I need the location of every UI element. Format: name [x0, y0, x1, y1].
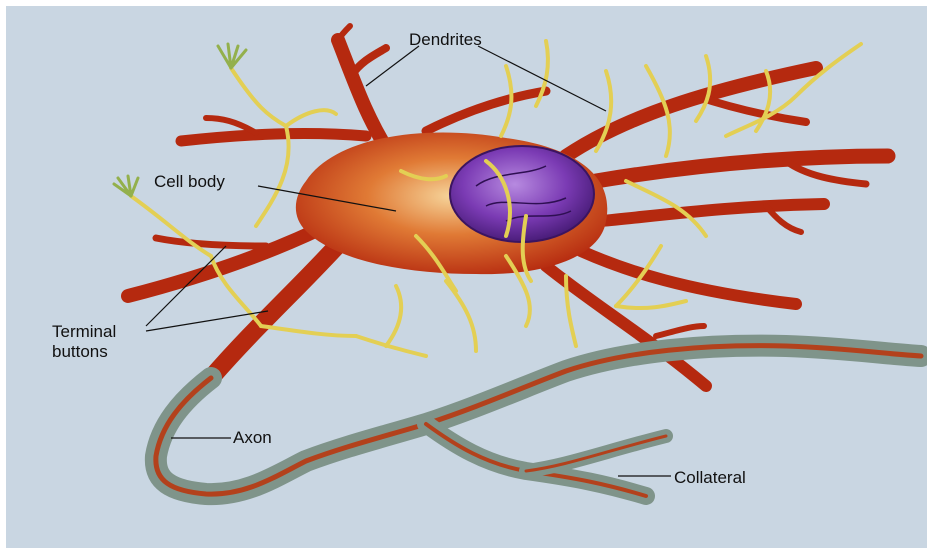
- terminal-buttons-label-line1: Terminal: [52, 322, 116, 342]
- neuron-illustration: [6, 6, 927, 548]
- terminal-buttons-label-line2: buttons: [52, 342, 116, 362]
- cell-body-label: Cell body: [154, 172, 225, 191]
- dendrites-label: Dendrites: [409, 30, 482, 49]
- axon: [156, 346, 921, 496]
- axon-label: Axon: [233, 428, 272, 447]
- terminal-buttons-label: Terminal buttons: [52, 322, 116, 362]
- neuron-diagram: Dendrites Cell body Terminal buttons Axo…: [6, 6, 927, 548]
- nucleus: [450, 146, 594, 242]
- collateral-label: Collateral: [674, 468, 746, 487]
